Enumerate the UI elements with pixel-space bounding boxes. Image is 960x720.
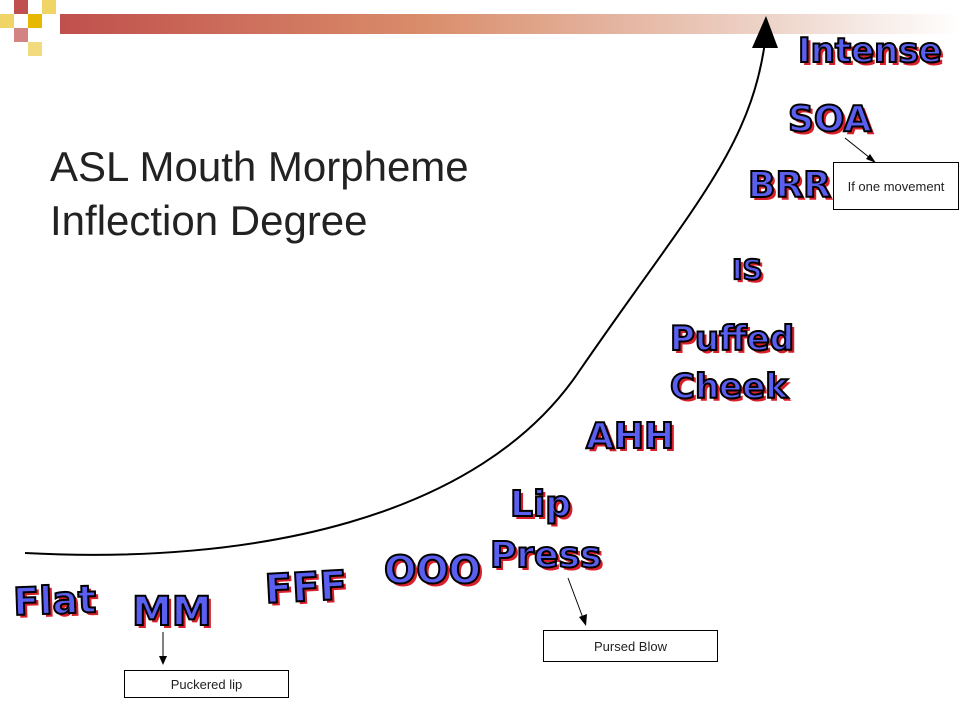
stage-label-lip-press-line1: Lip: [509, 484, 572, 525]
stage-label-fff: FFF: [263, 562, 349, 614]
note-pursed-blow-text: Pursed Blow: [594, 638, 667, 654]
stage-label-flat: Flat: [12, 576, 98, 625]
pointer-arrowhead-soa: [866, 154, 876, 163]
note-puckered-lip: Puckered lip: [124, 670, 289, 698]
stage-label-ooo: OOO: [383, 548, 482, 592]
decoration-square: [0, 14, 14, 28]
curve-arrowhead: [752, 16, 778, 48]
title-bar-decoration: [60, 14, 960, 34]
decoration-square: [28, 42, 42, 56]
decoration-square: [14, 28, 28, 42]
page-title: ASL Mouth Morpheme Inflection Degree: [50, 140, 610, 248]
stage-label-ahh: AHH: [585, 416, 675, 457]
stage-label-mm: MM: [131, 589, 213, 635]
title-line-2: Inflection Degree: [50, 197, 368, 244]
pointer-line-soa: [844, 137, 871, 159]
pointer-line-lip-press: [567, 577, 584, 619]
note-if-one-movement: If one movement: [833, 162, 959, 210]
stage-label-intense: Intense: [797, 31, 943, 71]
stage-label-soa: SOA: [787, 99, 872, 140]
decoration-square: [28, 14, 42, 28]
decoration-square: [14, 0, 28, 14]
note-puckered-lip-text: Puckered lip: [170, 676, 243, 692]
note-if-one-movement-text: If one movement: [847, 178, 945, 194]
stage-label-is: IS: [731, 253, 764, 286]
note-pursed-blow: Pursed Blow: [543, 630, 718, 662]
stage-label-brr: BRR: [747, 165, 832, 206]
stage-label-puffed-cheek-line1: Puffed: [669, 319, 795, 359]
inflection-curve: [24, 41, 766, 556]
stage-label-lip-press-line2: Press: [489, 535, 602, 576]
pointer-arrowhead-mm: [159, 656, 167, 665]
title-line-1: ASL Mouth Morpheme: [50, 143, 469, 190]
decoration-square: [42, 0, 56, 14]
pointer-arrowhead-lip-press: [579, 614, 587, 626]
stage-label-puffed-cheek-line2: Cheek: [669, 367, 789, 407]
